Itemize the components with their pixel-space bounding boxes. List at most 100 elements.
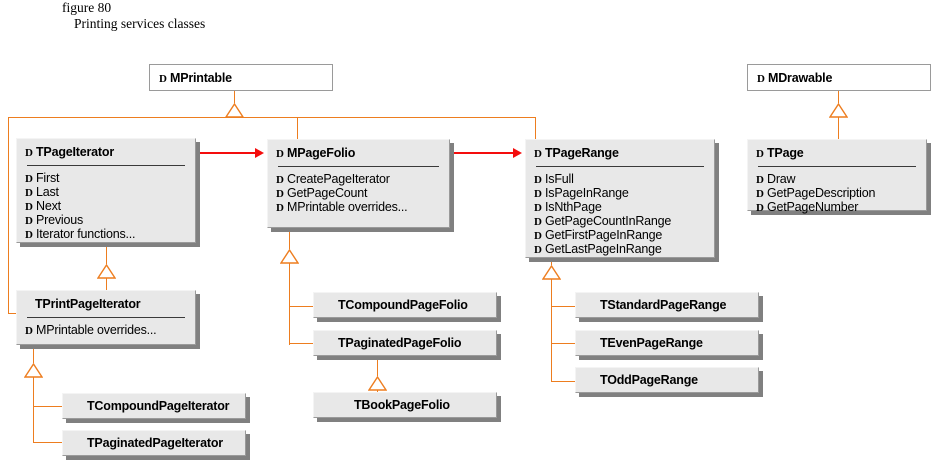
inheritance-triangle-tpaginatedpagefolio bbox=[368, 376, 387, 391]
member-marker-icon: D bbox=[25, 229, 33, 241]
inheritance-triangle-mdrawable bbox=[829, 103, 848, 118]
member-marker-icon: D bbox=[25, 173, 33, 185]
connector-mdrawable-to-tpage bbox=[838, 117, 839, 139]
member-marker-icon: D bbox=[534, 202, 542, 214]
class-box-tpaginatedpageiterator[interactable]: TPaginatedPageIterator bbox=[62, 430, 246, 456]
connector-bus-to-mpagefolio bbox=[297, 117, 298, 139]
class-title-tcompoundpageiterator: TCompoundPageIterator bbox=[87, 399, 230, 413]
member-marker-icon: D bbox=[159, 73, 167, 85]
association-tpageiterator-mpagefolio bbox=[196, 152, 258, 154]
connector-tprintpageiterator-bus bbox=[33, 377, 34, 442]
member-marker-icon: D bbox=[534, 174, 542, 186]
connector-tpagerange-stem bbox=[551, 258, 552, 265]
member-marker-icon: D bbox=[756, 188, 764, 200]
class-separator bbox=[278, 166, 439, 167]
member-marker-icon: D bbox=[757, 73, 765, 85]
connector-to-tevenpagerange bbox=[551, 343, 576, 344]
class-title-tbookpagefolio: TBookPageFolio bbox=[354, 398, 450, 412]
member-marker-icon: D bbox=[756, 148, 764, 160]
member-marker-icon: D bbox=[534, 148, 542, 160]
class-box-tcompoundpagefolio[interactable]: TCompoundPageFolio bbox=[313, 292, 497, 318]
class-separator bbox=[758, 166, 916, 167]
connector-mpagefolio-stem bbox=[289, 228, 290, 249]
member-marker-icon: D bbox=[25, 187, 33, 199]
member-marker-icon: D bbox=[25, 325, 33, 337]
class-title-tevenpagerange: TEvenPageRange bbox=[600, 336, 703, 350]
member-marker-icon: D bbox=[25, 147, 33, 159]
connector-to-tstandardpagerange bbox=[551, 306, 576, 307]
member-marker-icon: D bbox=[276, 148, 284, 160]
connector-to-tpaginatedpagefolio bbox=[289, 343, 314, 344]
connector-mpagefolio-bus bbox=[289, 263, 290, 345]
class-box-tpaginatedpagefolio[interactable]: TPaginatedPageFolio bbox=[313, 330, 497, 356]
member-marker-icon: D bbox=[25, 215, 33, 227]
member-marker-icon: D bbox=[276, 202, 284, 214]
class-box-tstandardpagerange[interactable]: TStandardPageRange bbox=[575, 292, 759, 318]
class-box-tevenpagerange[interactable]: TEvenPageRange bbox=[575, 330, 759, 356]
member-marker-icon: D bbox=[534, 188, 542, 200]
association-arrowhead-tpagerange bbox=[513, 148, 522, 158]
class-box-tbookpagefolio[interactable]: TBookPageFolio bbox=[313, 392, 497, 418]
inheritance-triangle-tpageiterator bbox=[97, 264, 116, 279]
connector-bus-to-tprintpageiterator bbox=[8, 117, 9, 313]
connector-tprintpageiterator-stem bbox=[33, 345, 34, 363]
figure-number: figure 80 bbox=[62, 0, 112, 15]
connector-mprintable-bus bbox=[8, 117, 535, 118]
figure-caption: figure 80 Printing services classes bbox=[62, 0, 462, 32]
member-marker-icon: D bbox=[534, 244, 542, 256]
association-arrowhead-mpagefolio bbox=[255, 148, 264, 158]
connector-mdrawable-stem bbox=[838, 91, 839, 103]
member-marker-icon: D bbox=[534, 216, 542, 228]
member-marker-icon: D bbox=[534, 230, 542, 242]
figure-title: Printing services classes bbox=[74, 16, 206, 31]
connector-bus-to-tpagerange bbox=[535, 117, 536, 139]
member-marker-icon: D bbox=[276, 188, 284, 200]
connector-tpaginatedpagefolio-stem bbox=[377, 359, 378, 376]
member-marker-icon: D bbox=[756, 174, 764, 186]
connector-to-tpaginatedpageiterator bbox=[33, 442, 63, 443]
class-box-toddpagerange[interactable]: TOddPageRange bbox=[575, 367, 759, 393]
class-separator bbox=[27, 317, 185, 318]
class-title-tpaginatedpageiterator: TPaginatedPageIterator bbox=[87, 436, 223, 450]
connector-tpageiterator-stem bbox=[106, 243, 107, 264]
class-separator bbox=[27, 165, 185, 166]
class-title-toddpagerange: TOddPageRange bbox=[600, 373, 698, 387]
class-separator bbox=[536, 166, 704, 167]
class-title-tcompoundpagefolio: TCompoundPageFolio bbox=[338, 298, 468, 312]
connector-to-toddpagerange bbox=[551, 381, 576, 382]
inheritance-triangle-tprintpageiterator bbox=[24, 363, 43, 378]
connector-mprintable-stem bbox=[234, 91, 235, 103]
class-title-tprintpageiterator: TPrintPageIterator bbox=[35, 297, 141, 311]
class-box-tcompoundpageiterator[interactable]: TCompoundPageIterator bbox=[62, 393, 246, 419]
